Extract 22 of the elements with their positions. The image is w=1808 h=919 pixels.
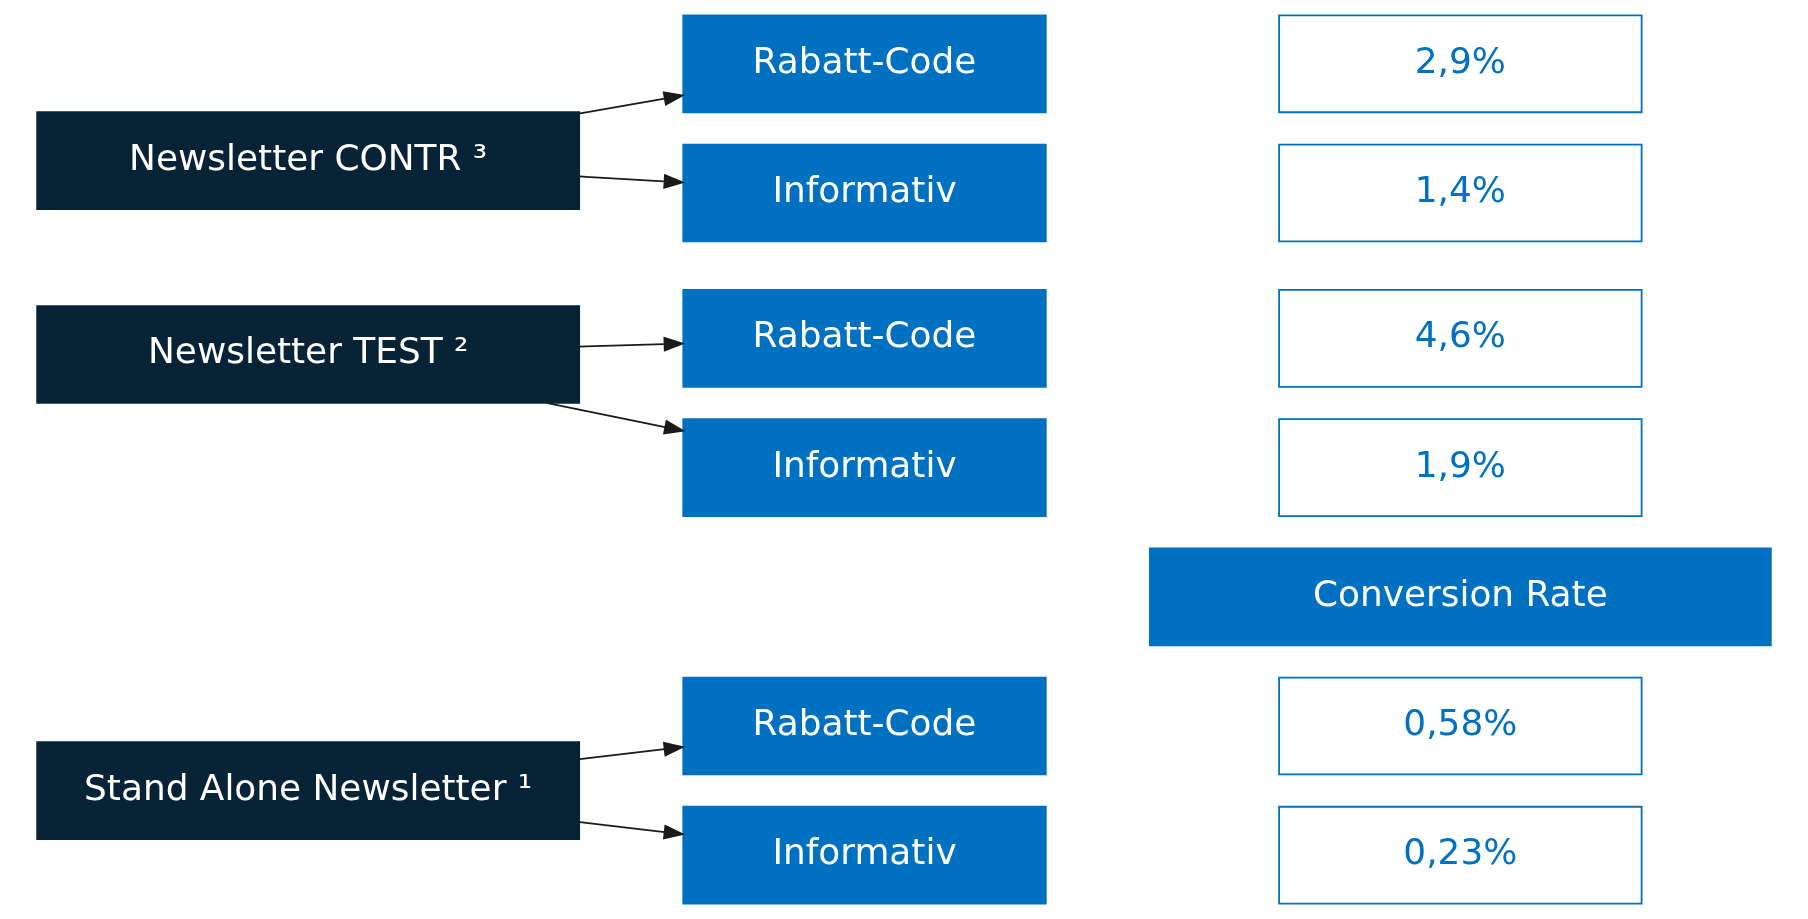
arrow [578, 91, 686, 115]
node-box: Rabatt-Code [682, 676, 1047, 776]
node-box: 2,9% [1278, 14, 1643, 114]
node-box: 1,4% [1278, 143, 1643, 243]
arrow [578, 741, 686, 760]
node-box: Stand Alone Newsletter ¹ [36, 741, 581, 840]
arrow [578, 173, 686, 189]
node-box: Rabatt-Code [682, 289, 1047, 388]
arrow [578, 821, 686, 840]
node-box: Newsletter CONTR ³ [36, 111, 581, 211]
node-box: 0,58% [1278, 676, 1643, 776]
node-box: 1,9% [1278, 418, 1643, 517]
node-box: Newsletter TEST ² [36, 305, 581, 404]
node-box: Rabatt-Code [682, 14, 1047, 114]
arrow [546, 402, 686, 435]
node-box: 0,23% [1278, 805, 1643, 905]
node-box: Conversion Rate [1148, 547, 1772, 647]
node-box: Informativ [682, 418, 1047, 517]
node-box: Informativ [682, 805, 1047, 905]
node-box: 4,6% [1278, 289, 1643, 388]
arrow [578, 336, 686, 352]
node-box: Informativ [682, 143, 1047, 243]
